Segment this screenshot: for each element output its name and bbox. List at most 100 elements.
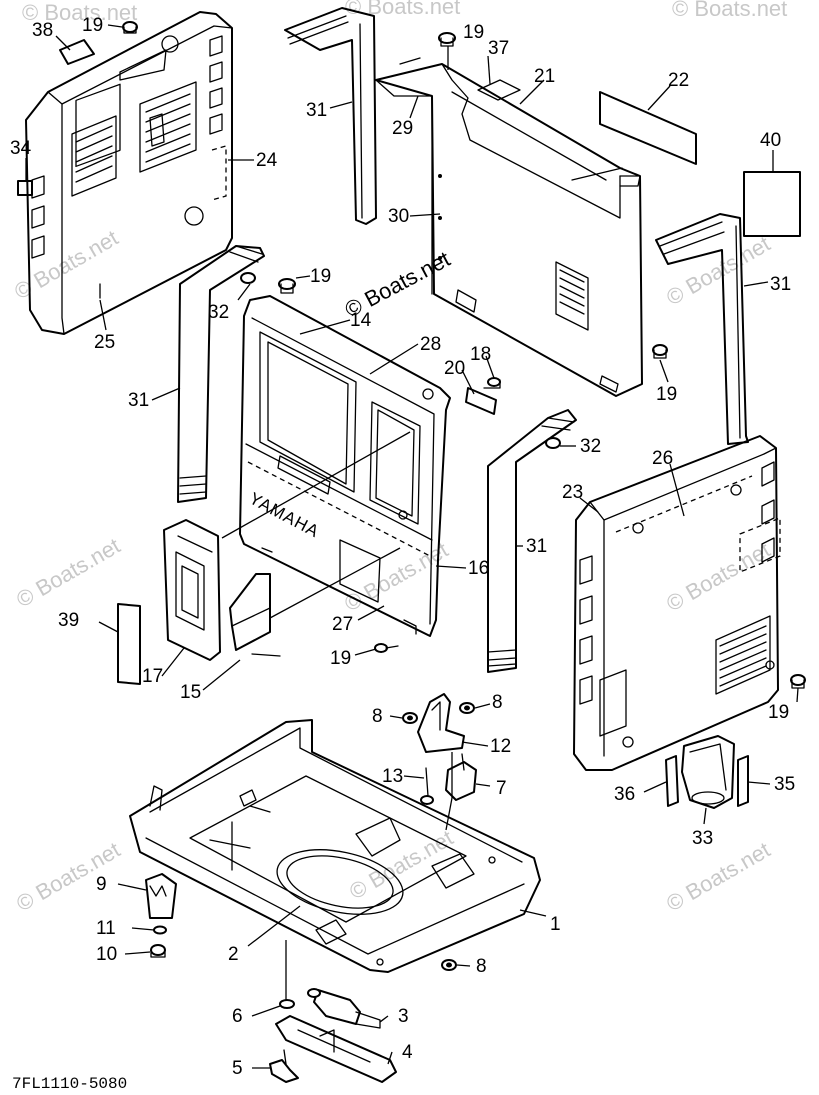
callout-7: 7: [496, 778, 507, 799]
part-40-label: [743, 171, 801, 237]
callout-21: 21: [534, 66, 555, 87]
foam-strip-31-right: [655, 213, 749, 445]
washer-6: [279, 999, 295, 1009]
callout-12: 12: [490, 736, 511, 757]
callout-14: 14: [350, 310, 372, 331]
bolt-19-right-top: [652, 344, 668, 359]
washer-11: [153, 925, 167, 935]
callout-39: 39: [58, 610, 79, 631]
callout-13: 13: [382, 766, 403, 787]
callout-19: 19: [310, 266, 331, 287]
bolt-13: [420, 767, 434, 805]
callout-1: 1: [550, 914, 561, 935]
part-22-plate: [599, 91, 697, 165]
bolt-18: [483, 377, 501, 389]
leader-lines: [25, 24, 799, 1069]
callout-25: 25: [94, 332, 115, 353]
callout-18: 18: [470, 344, 491, 365]
part-39-label: [117, 603, 141, 685]
callout-31: 31: [128, 390, 149, 411]
callout-30: 30: [388, 206, 409, 227]
callout-40: 40: [760, 130, 781, 151]
callout-31: 31: [526, 536, 547, 557]
bolt-19-topleft: [122, 21, 138, 34]
callout-4: 4: [402, 1042, 413, 1063]
right-side-cover: [573, 435, 781, 771]
callout-6: 6: [232, 1006, 243, 1027]
callout-8: 8: [492, 692, 503, 713]
front-panel-brand: YAMAHA: [246, 489, 323, 542]
bracket-9: [145, 873, 177, 919]
base-frame: [129, 719, 541, 973]
left-side-cover: [25, 11, 233, 335]
bracket-4: [275, 1015, 397, 1083]
callout-31: 31: [770, 274, 791, 295]
callout-26: 26: [652, 448, 673, 469]
handle-cover: [163, 519, 221, 661]
clip-32-right: [545, 437, 561, 449]
watermark: © Boats.net: [345, 0, 460, 19]
callout-32: 32: [580, 436, 601, 457]
callout-2: 2: [228, 944, 239, 965]
callout-19: 19: [82, 15, 103, 36]
callout-20: 20: [444, 358, 465, 379]
watermark: © Boats.net: [22, 0, 137, 25]
callout-17: 17: [142, 666, 163, 687]
foam-strip-31-left: [177, 245, 265, 503]
bolt-19-front-bottom: [374, 643, 399, 653]
callout-9: 9: [96, 874, 107, 895]
callout-19: 19: [768, 702, 789, 723]
bracket-15: [229, 573, 281, 657]
foam-strip-31-top-center: [284, 7, 377, 225]
switch-3: [307, 988, 381, 1029]
callout-28: 28: [420, 334, 441, 355]
part-37-strip: [477, 79, 521, 101]
callout-32: 32: [208, 302, 229, 323]
watermark: © Boats.net: [662, 837, 774, 916]
drawing-code: 7FL1110-5080: [12, 1075, 127, 1093]
watermark: © Boats.net: [12, 837, 124, 916]
callout-36: 36: [614, 784, 635, 805]
bolt-19-top-center: [438, 32, 456, 47]
callout-22: 22: [668, 70, 689, 91]
callout-15: 15: [180, 682, 201, 703]
watermark: © Boats.net: [662, 537, 774, 616]
bracket-12: [417, 693, 465, 753]
nut-8-lower: [441, 959, 457, 971]
callout-29: 29: [392, 118, 413, 139]
callout-35: 35: [774, 774, 795, 795]
callout-8: 8: [476, 956, 487, 977]
callout-19: 19: [656, 384, 677, 405]
bolt-19-right-bottom: [790, 674, 806, 689]
watermark: © Boats.net: [672, 0, 787, 21]
clip-32-left: [240, 272, 256, 284]
callouts: 38 19 34 24 25 31 19 37 21 22 29 40 30 1…: [10, 15, 795, 1079]
callout-19: 19: [330, 648, 351, 669]
callout-23: 23: [562, 482, 583, 503]
bolt-19-front-top: [278, 278, 296, 294]
callout-19: 19: [463, 22, 484, 43]
callout-34: 34: [10, 138, 32, 159]
watermark: © Boats.net: [10, 225, 122, 304]
callout-5: 5: [232, 1058, 243, 1079]
callout-31: 31: [306, 100, 327, 121]
strip-35: [737, 755, 749, 807]
nut-8-left: [402, 712, 418, 724]
part-38-label: [59, 39, 95, 65]
wing-nut-5: [269, 1049, 299, 1083]
callout-33: 33: [692, 828, 713, 849]
callout-3: 3: [398, 1006, 409, 1027]
nut-10: [150, 944, 166, 958]
strip-36: [665, 755, 679, 807]
callout-8: 8: [372, 706, 383, 727]
callout-16: 16: [468, 558, 489, 579]
watermark: © Boats.net: [340, 537, 452, 616]
duct-33: [681, 735, 735, 809]
nut-8-right: [459, 702, 475, 714]
callout-10: 10: [96, 944, 117, 965]
callout-11: 11: [96, 918, 116, 939]
callout-37: 37: [488, 38, 509, 59]
clamp-7: [445, 753, 477, 801]
callout-24: 24: [256, 150, 278, 171]
